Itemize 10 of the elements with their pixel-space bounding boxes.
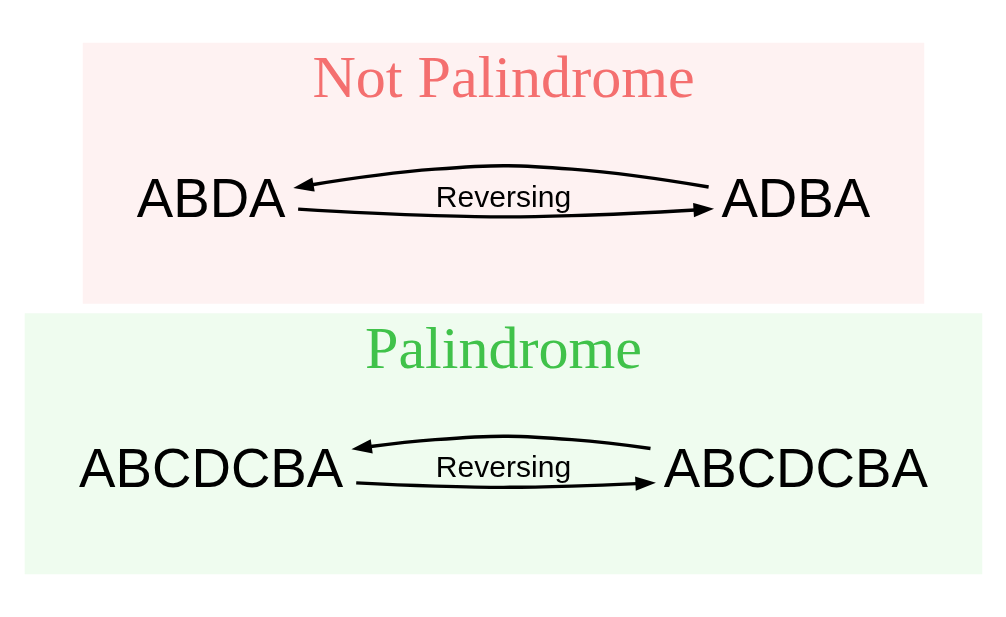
arrow xyxy=(350,434,651,454)
arrow xyxy=(355,476,656,491)
edge-label: Reversing xyxy=(435,450,571,484)
node-text: ABCDCBA xyxy=(78,438,343,500)
arrow xyxy=(292,164,709,192)
node-text: ADBA xyxy=(720,167,870,229)
edge-label: Reversing xyxy=(435,179,571,213)
arrow xyxy=(297,202,714,219)
node-text: ABCDCBA xyxy=(663,438,928,500)
node-text: ABDA xyxy=(136,167,286,229)
